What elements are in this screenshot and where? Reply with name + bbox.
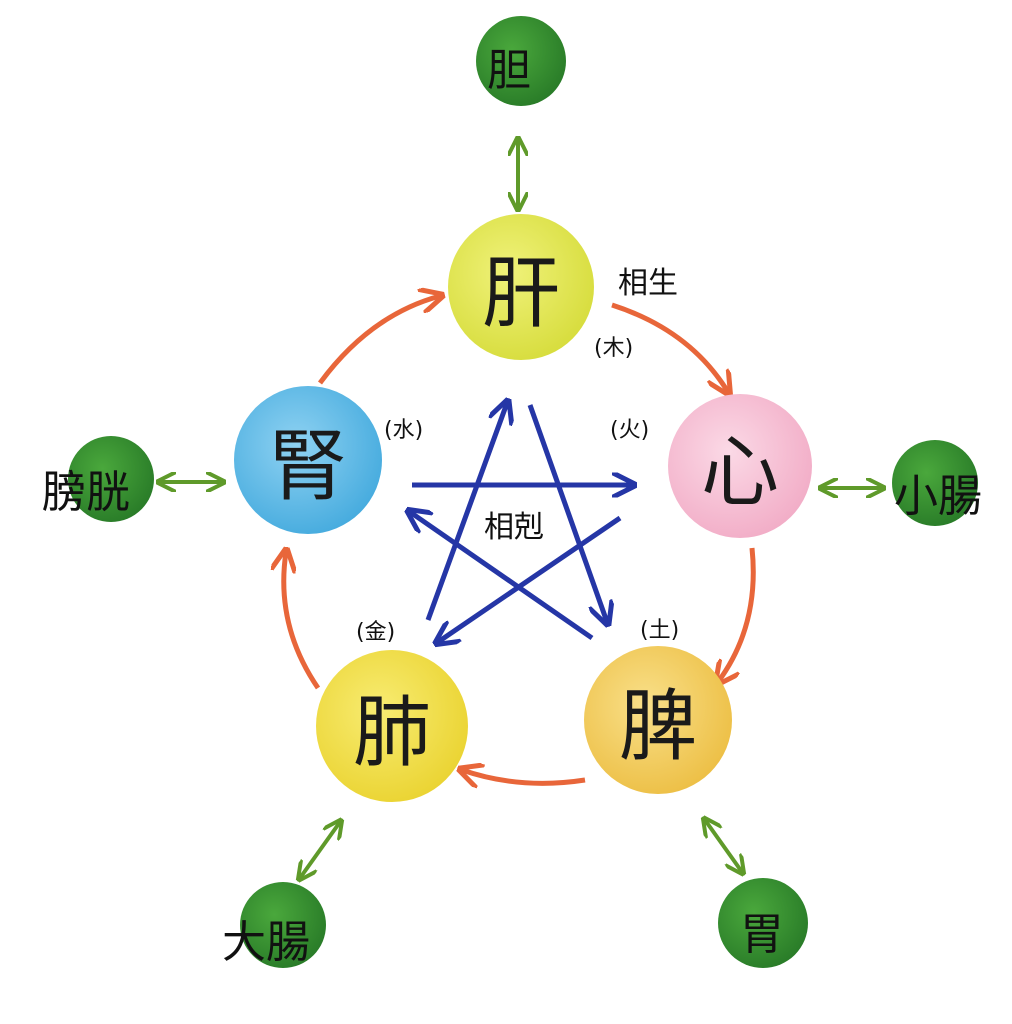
controlling-cycle-label: 相剋 (484, 510, 544, 545)
spleen-circle: 脾 (584, 646, 732, 794)
controlling-arrow-heart-lung (438, 515, 622, 642)
kidney-circle: 腎 (234, 386, 382, 534)
generating-arrow-lung-kidney (284, 552, 321, 690)
controlling-arrow-liver-spleen (527, 404, 607, 622)
large-intestine-label: 大腸 (222, 917, 310, 968)
heart-label: 心 (700, 428, 779, 518)
generating-arrow-kidney-liver (317, 296, 440, 385)
kidney-label: 腎 (268, 422, 347, 512)
lung-circle: 肺 (316, 650, 468, 802)
liver-label: 肝 (481, 249, 560, 339)
small-intestine-circle (892, 440, 978, 526)
generating-cycle-label: 相生 (618, 266, 678, 301)
small-intestine-label: 小腸 (894, 471, 982, 522)
generating-arrow-liver-heart (611, 302, 728, 392)
spleen-label: 脾 (618, 682, 697, 772)
controlling-arrow-spleen-kidney (410, 512, 594, 641)
kidney-element-label: (水) (384, 418, 424, 443)
gallbladder-circle (476, 16, 566, 106)
liver-circle: 肝 (448, 214, 594, 360)
spleen-element-label: (土) (640, 618, 680, 643)
controlling-arrow-lung-liver (425, 403, 507, 621)
heart-circle: 心 (668, 394, 812, 538)
generating-arrow-heart-spleen (718, 547, 756, 682)
stomach-label: 胃 (740, 909, 784, 960)
stomach-circle (718, 878, 808, 968)
large-intestine-circle (240, 882, 326, 968)
bladder-label: 膀胱 (42, 467, 130, 518)
pair-arrow-spleen-stomach (705, 820, 742, 872)
bladder-circle (68, 436, 154, 522)
liver-element-label: (木) (594, 336, 634, 361)
lung-label: 肺 (352, 688, 431, 778)
gallbladder-label: 胆 (487, 45, 531, 96)
generating-arrow-spleen-lung (462, 770, 586, 783)
heart-element-label: (火) (610, 418, 650, 443)
pair-arrow-lung-large-intestine (300, 822, 340, 878)
lung-element-label: (金) (356, 620, 396, 645)
